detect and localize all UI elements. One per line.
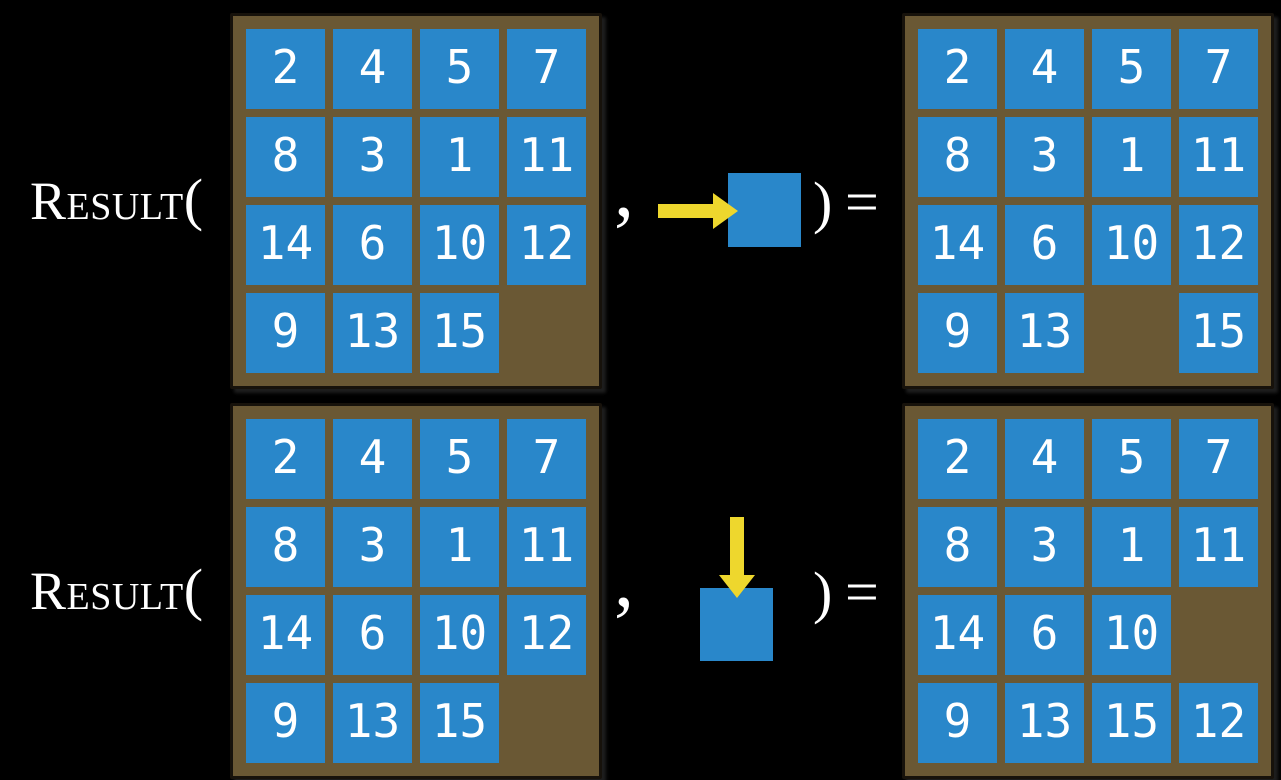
tile-12: 12: [507, 205, 586, 285]
tile-10: 10: [1092, 595, 1171, 675]
tile-1: 1: [1092, 507, 1171, 587]
tile-6: 6: [1005, 595, 1084, 675]
tile-15: 15: [420, 293, 499, 373]
result-function-label: Result(: [30, 561, 203, 621]
tile-8: 8: [246, 117, 325, 197]
tile-5: 5: [1092, 29, 1171, 109]
tile-15: 15: [1092, 683, 1171, 763]
empty-cell: [1092, 293, 1171, 373]
tile-9: 9: [246, 293, 325, 373]
tile-1: 1: [420, 507, 499, 587]
open-paren: (: [183, 557, 204, 622]
empty-cell: [507, 683, 586, 763]
tile-12: 12: [507, 595, 586, 675]
tile-13: 13: [333, 293, 412, 373]
tile-14: 14: [918, 595, 997, 675]
tile-2: 2: [918, 419, 997, 499]
close-paren: ): [813, 560, 833, 625]
tile-14: 14: [246, 205, 325, 285]
tile-13: 13: [1005, 293, 1084, 373]
empty-cell: [1179, 595, 1258, 675]
comma-separator: ,: [614, 146, 634, 234]
tile-6: 6: [333, 595, 412, 675]
tile-11: 11: [507, 507, 586, 587]
tile-9: 9: [246, 683, 325, 763]
tile-7: 7: [1179, 29, 1258, 109]
tile-2: 2: [918, 29, 997, 109]
tile-7: 7: [1179, 419, 1258, 499]
action-tile: [700, 588, 773, 661]
tile-7: 7: [507, 29, 586, 109]
tile-8: 8: [918, 117, 997, 197]
comma-separator: ,: [614, 536, 634, 624]
tile-15: 15: [1179, 293, 1258, 373]
equals-sign: =: [845, 559, 879, 625]
tile-15: 15: [420, 683, 499, 763]
tile-2: 2: [246, 419, 325, 499]
tile-5: 5: [1092, 419, 1171, 499]
tile-9: 9: [918, 683, 997, 763]
tile-3: 3: [1005, 117, 1084, 197]
result-function-label: Result(: [30, 171, 203, 231]
tile-3: 3: [1005, 507, 1084, 587]
tile-11: 11: [1179, 507, 1258, 587]
empty-cell: [507, 293, 586, 373]
tile-5: 5: [420, 29, 499, 109]
tile-10: 10: [420, 595, 499, 675]
open-paren: (: [183, 167, 204, 232]
tile-6: 6: [333, 205, 412, 285]
tile-8: 8: [246, 507, 325, 587]
tile-8: 8: [918, 507, 997, 587]
result-label-text: Result: [30, 171, 184, 231]
action-tile: [728, 173, 801, 247]
tile-1: 1: [420, 117, 499, 197]
equals-sign: =: [845, 169, 879, 235]
tile-5: 5: [420, 419, 499, 499]
tile-9: 9: [918, 293, 997, 373]
tile-6: 6: [1005, 205, 1084, 285]
tile-12: 12: [1179, 683, 1258, 763]
tile-1: 1: [1092, 117, 1171, 197]
tile-4: 4: [333, 419, 412, 499]
close-paren: ): [813, 170, 833, 235]
tile-10: 10: [1092, 205, 1171, 285]
tile-10: 10: [420, 205, 499, 285]
tile-7: 7: [507, 419, 586, 499]
tile-12: 12: [1179, 205, 1258, 285]
tile-4: 4: [1005, 29, 1084, 109]
tile-4: 4: [1005, 419, 1084, 499]
tile-11: 11: [1179, 117, 1258, 197]
tile-14: 14: [246, 595, 325, 675]
result-label-text: Result: [30, 561, 184, 621]
tile-13: 13: [333, 683, 412, 763]
tile-13: 13: [1005, 683, 1084, 763]
tile-4: 4: [333, 29, 412, 109]
arrow-down-icon: [719, 517, 755, 598]
arrow-right-icon: [658, 193, 738, 229]
tile-3: 3: [333, 117, 412, 197]
tile-11: 11: [507, 117, 586, 197]
tile-3: 3: [333, 507, 412, 587]
tile-2: 2: [246, 29, 325, 109]
tile-14: 14: [918, 205, 997, 285]
